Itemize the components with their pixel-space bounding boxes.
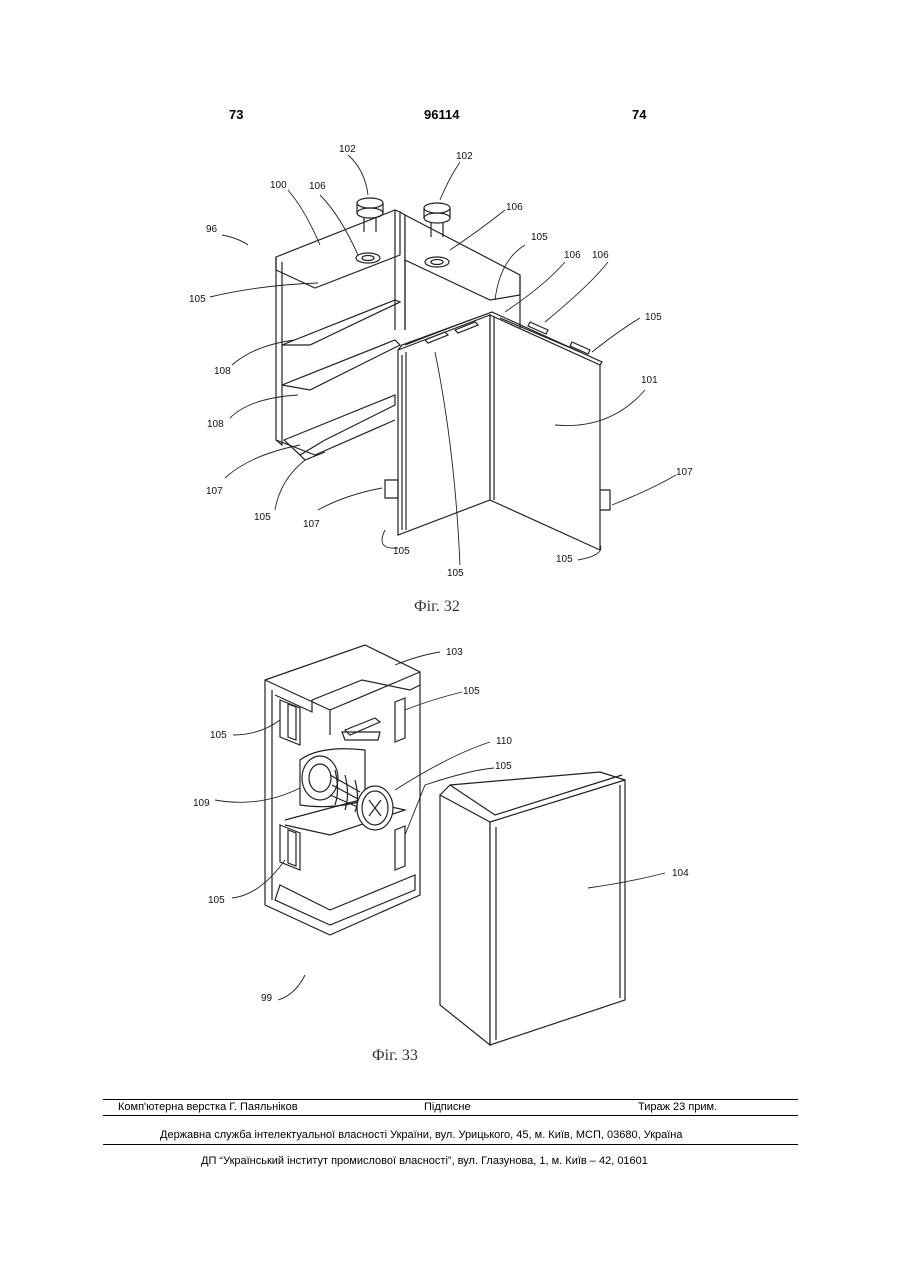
label-110: 110 — [496, 736, 512, 747]
label-105b-33: 105 — [210, 730, 227, 741]
footer-subscription: Підписне — [424, 1101, 471, 1113]
footer-publisher: Державна служба інтелектуальної власност… — [160, 1129, 683, 1141]
label-105c-33: 105 — [495, 761, 512, 772]
label-104: 104 — [672, 868, 689, 879]
cap-cover-104 — [440, 772, 625, 1045]
label-105d-33: 105 — [208, 895, 225, 906]
label-109: 109 — [193, 798, 210, 809]
figure-33-drawing: 103 105 105 110 105 109 105 104 99 — [0, 0, 901, 1080]
footer-institute: ДП “Український інститут промислової вла… — [201, 1155, 648, 1167]
footer-rule-bottom — [103, 1144, 798, 1145]
label-103: 103 — [446, 647, 463, 658]
footer-rule-middle — [103, 1115, 798, 1116]
label-99: 99 — [261, 993, 273, 1004]
footer-circulation: Тираж 23 прим. — [638, 1101, 717, 1113]
footer-typesetting: Комп'ютерна верстка Г. Паяльніков — [118, 1101, 298, 1113]
footer-rule-top — [103, 1099, 798, 1100]
label-105a-33: 105 — [463, 686, 480, 697]
figure-33-caption: Фіг. 33 — [372, 1047, 418, 1065]
